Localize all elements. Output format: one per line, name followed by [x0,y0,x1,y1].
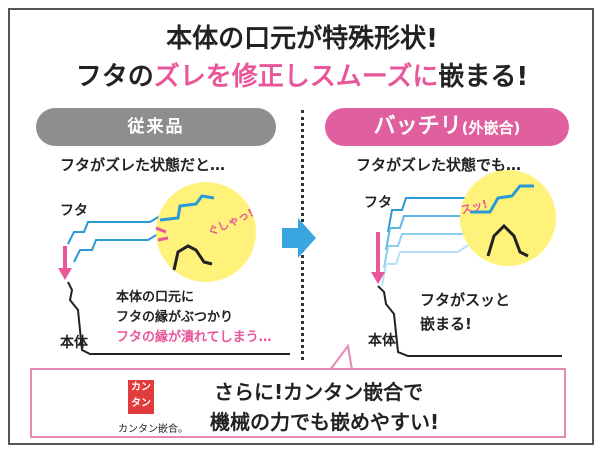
bottom-line2: 機械の力でも嵌めやすい! [210,410,440,434]
logo-top: カン [131,382,151,393]
left-note: 本体の口元に フタの縁がぶつかり フタの縁が潰れてしまう… [116,288,272,348]
left-body-label: 本体 [60,335,88,351]
logo-caption: カンタン嵌合。 [118,424,188,435]
left-pink-arrow-icon [58,246,72,280]
right-note-line1: フタがスッと [420,291,511,309]
right-caption: フタがズレた状態でも… [356,156,522,174]
bottom-line1: さらに!カンタン嵌合で [214,380,424,404]
left-note-line1: 本体の口元に [116,290,195,305]
right-note: フタがスッと 嵌まる! [420,288,510,336]
left-note-line3: フタの縁が潰れてしまう… [116,330,272,345]
logo-bottom: タン [131,398,151,409]
left-note-line2: フタの縁がぶつかり [116,310,234,325]
center-arrow-icon [282,218,316,258]
bottom-callout [30,368,566,438]
conventional-pill: 従来品 [36,108,276,146]
left-body-outline [67,281,290,355]
callout-tail [328,343,354,371]
kantan-logo-icon: カン タン [128,380,154,414]
right-zoom-bubble [460,170,556,266]
right-lid-label: フタ [364,195,392,211]
batchiri-pill-sub: (外嵌合) [461,119,521,137]
headline-line2-part2: ズレを修正しスムーズに [153,62,439,92]
right-pink-arrow-icon [371,232,385,284]
headline-line1: 本体の口元が特殊形状! [166,24,438,54]
impact-lines-icon [155,226,169,242]
batchiri-pill-main: バッチリ [373,114,462,139]
right-body-outline [377,285,562,357]
right-body-label: 本体 [368,333,396,349]
batchiri-pill: バッチリ(外嵌合) [325,108,569,146]
headline-line2-part3: 嵌まる! [438,62,529,92]
right-note-line2: 嵌まる! [420,315,472,333]
left-caption: フタがズレた状態だと… [60,156,226,174]
left-lid-label: フタ [60,203,88,219]
headline-line2: フタのズレを修正しスムーズに嵌まる! [0,56,604,93]
headline-line2-part1: フタの [75,62,154,92]
